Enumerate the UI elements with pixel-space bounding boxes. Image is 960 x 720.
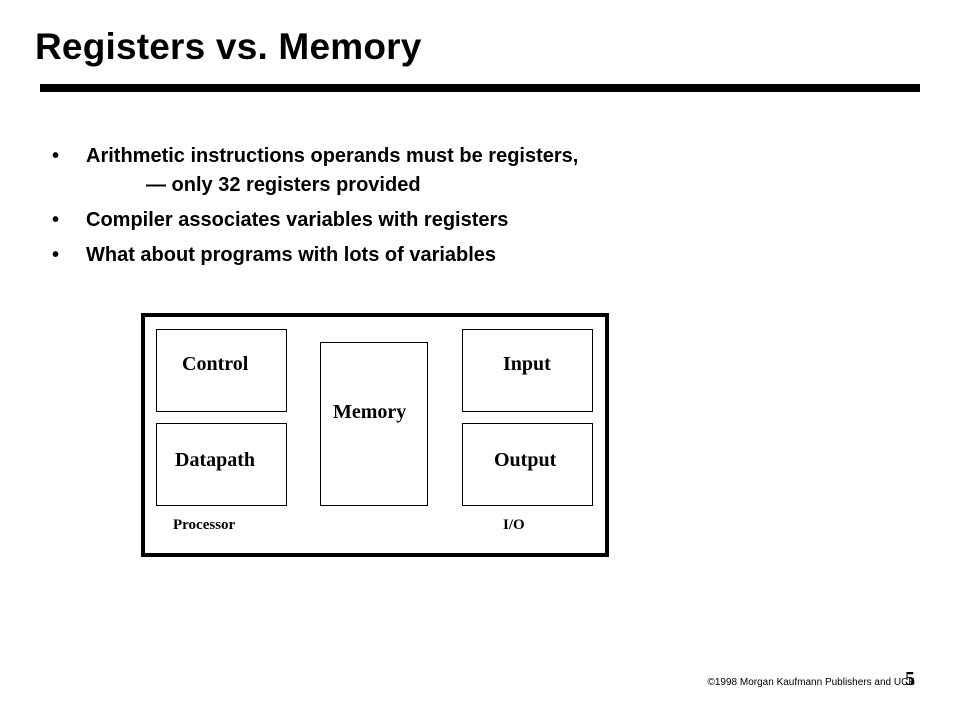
datapath-label: Datapath [175, 449, 256, 471]
datapath-box [156, 423, 287, 506]
copyright-notice: ©1998 Morgan Kaufmann Publishers and UCB [707, 677, 916, 688]
control-box [156, 329, 287, 412]
bullet-text: Arithmetic instructions operands must be… [86, 145, 579, 167]
bullet-subtext: — only 32 registers provided [146, 174, 421, 196]
control-label: Control [182, 353, 249, 375]
computer-diagram: Control Datapath Memory Input Output Pro… [141, 313, 609, 557]
input-box [462, 329, 593, 412]
memory-box [320, 342, 428, 506]
memory-label: Memory [333, 401, 407, 423]
title-rule [40, 84, 920, 92]
bullet-item: Arithmetic instructions operands must be… [52, 142, 578, 200]
page-number: 5 [905, 668, 915, 690]
bullet-text: What about programs with lots of variabl… [86, 244, 497, 266]
bullet-text: Compiler associates variables with regis… [86, 209, 509, 231]
input-label: Input [503, 353, 551, 375]
output-label: Output [494, 449, 557, 471]
io-label: I/O [503, 517, 525, 533]
output-box [462, 423, 593, 506]
processor-label: Processor [173, 517, 236, 533]
slide-title: Registers vs. Memory [35, 26, 422, 67]
bullet-list: Arithmetic instructions operands must be… [52, 142, 578, 276]
bullet-item: Compiler associates variables with regis… [52, 206, 578, 235]
bullet-item: What about programs with lots of variabl… [52, 241, 578, 270]
